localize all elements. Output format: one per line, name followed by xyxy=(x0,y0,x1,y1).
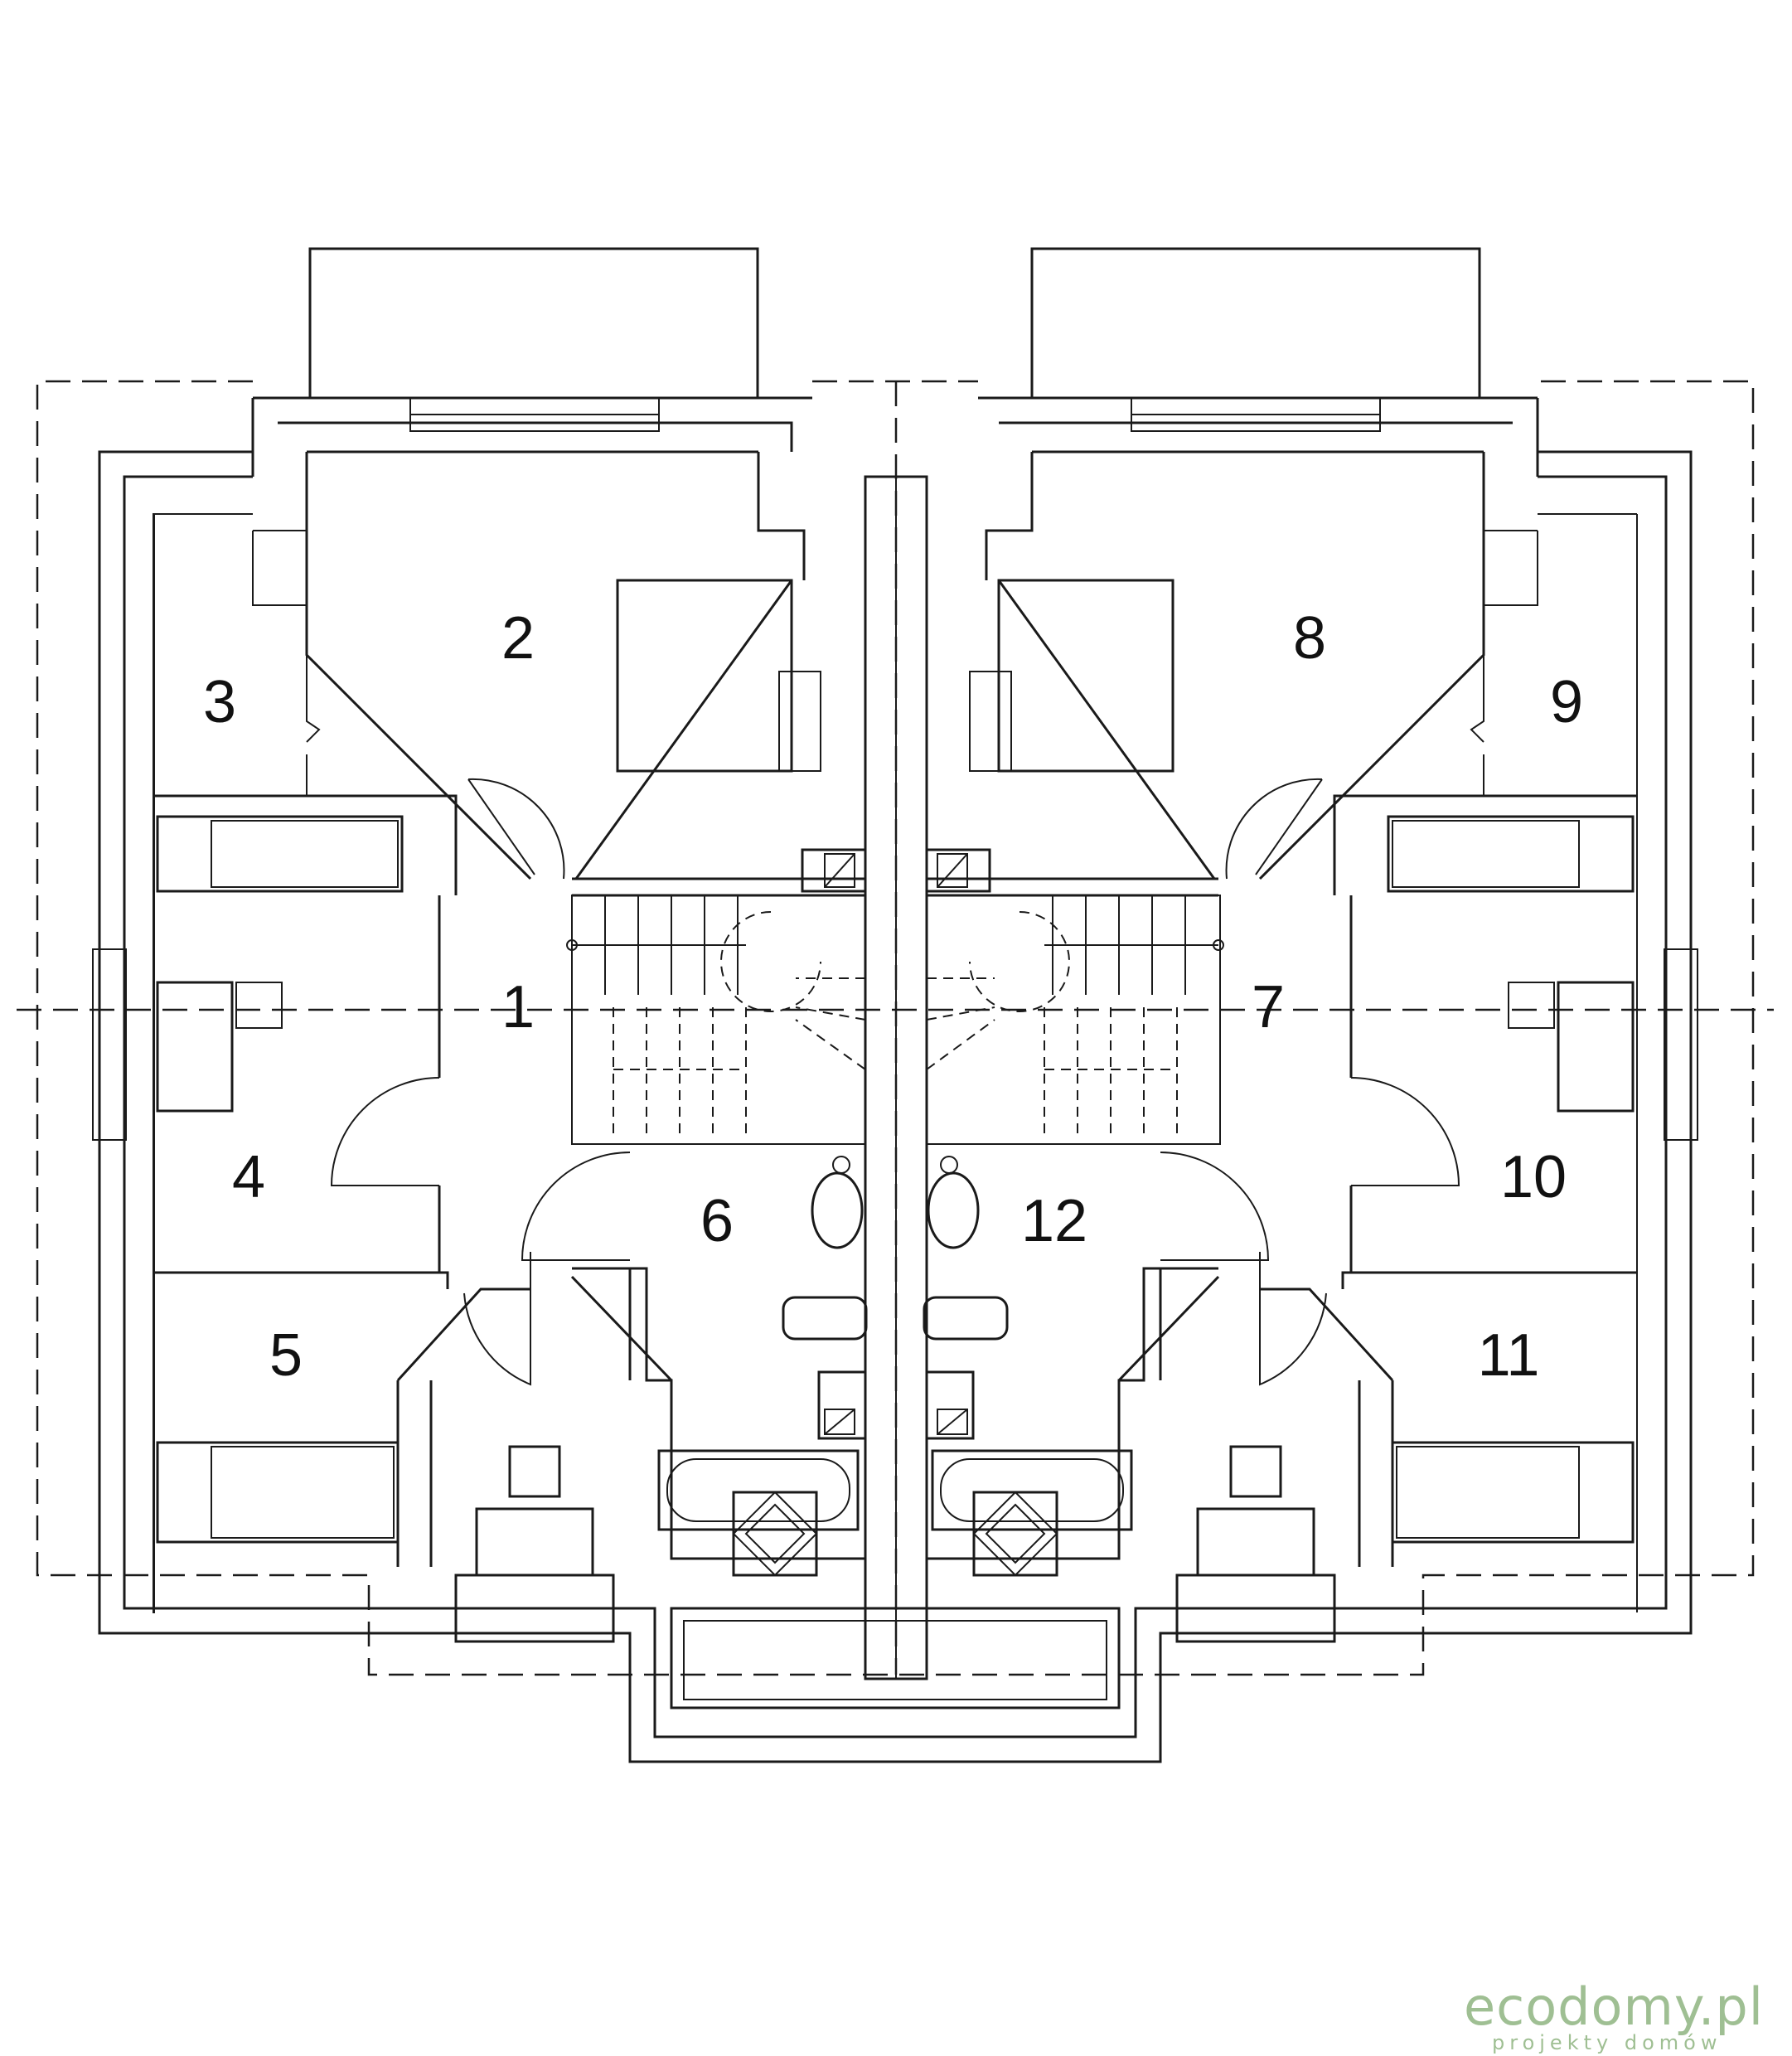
partition-11-bath xyxy=(1358,1380,1394,1567)
landing-left xyxy=(572,877,867,897)
room-number-2: 2 xyxy=(501,605,535,672)
partition-3-4 xyxy=(153,794,458,895)
top-wall-left xyxy=(251,396,812,477)
room-number-7: 7 xyxy=(1252,974,1285,1040)
outer-wall-left-inner xyxy=(123,475,896,1738)
room-number-11: 11 xyxy=(1478,1322,1540,1389)
wc-fixtures-left xyxy=(475,1445,594,1577)
bed-room8 xyxy=(969,579,1174,773)
room8-walls xyxy=(985,452,1485,880)
room-number-10: 10 xyxy=(1500,1144,1567,1210)
window-bottom-right xyxy=(1175,1574,1336,1643)
room-number-5: 5 xyxy=(269,1322,303,1389)
window-left xyxy=(92,948,127,1141)
door-room12 xyxy=(1160,1152,1270,1261)
staircase-left xyxy=(566,895,866,1145)
partition-10-11 xyxy=(1341,1271,1637,1289)
partition-4-5 xyxy=(153,1271,449,1289)
door-room4 xyxy=(330,1077,440,1186)
bed-room10 xyxy=(1387,815,1635,893)
partition-9-10 xyxy=(1333,794,1637,895)
bed-room11 xyxy=(1391,1441,1635,1544)
toilet-room6 xyxy=(782,1296,868,1341)
door-room6 xyxy=(521,1152,631,1261)
vent-room12 xyxy=(972,1491,1058,1577)
bathtub-room12 xyxy=(931,1449,1133,1531)
room-number-3: 3 xyxy=(203,669,236,735)
wc-walls-right xyxy=(1117,1275,1394,1382)
room9-wall xyxy=(1470,530,1538,796)
vent-room6 xyxy=(732,1491,818,1577)
chimney-bottom-right xyxy=(925,1370,975,1440)
window-bottom-left xyxy=(454,1574,615,1643)
bed-room2 xyxy=(616,579,821,773)
top-wall-right xyxy=(978,396,1539,477)
window-right xyxy=(1664,948,1698,1141)
watermark-tagline: projekty domów xyxy=(1492,2031,1722,2054)
door-room8 xyxy=(1225,778,1323,880)
balcony-bottom xyxy=(670,1607,1121,1709)
partition-5-bath xyxy=(396,1380,433,1567)
roof-outline xyxy=(36,380,1755,1676)
room-number-8: 8 xyxy=(1293,605,1326,672)
dormer-right xyxy=(1030,247,1481,400)
room-number-4: 4 xyxy=(232,1144,265,1210)
desk-room10 xyxy=(1508,981,1635,1113)
door-room2 xyxy=(467,778,565,880)
bed-room4 xyxy=(156,815,404,893)
room-number-6: 6 xyxy=(700,1188,734,1254)
dormer-left xyxy=(308,247,759,400)
door-room10 xyxy=(1350,1077,1460,1186)
bathtub-room6 xyxy=(657,1449,860,1531)
bath6-walls xyxy=(572,1267,865,1560)
landing-right xyxy=(925,877,1218,897)
door-room5 xyxy=(463,1252,531,1386)
chimney-top-left xyxy=(801,848,867,893)
room-number-1: 1 xyxy=(501,974,535,1040)
bath12-walls xyxy=(927,1267,1218,1560)
bed-room5 xyxy=(156,1441,400,1544)
sink-room12 xyxy=(927,1156,980,1249)
knee-wall-left-line xyxy=(153,513,253,1612)
wc-fixtures-right xyxy=(1196,1445,1315,1577)
chimney-top-right xyxy=(925,848,991,893)
chimney-bottom-left xyxy=(817,1370,867,1440)
room3-wall xyxy=(252,530,321,796)
knee-wall-right-line xyxy=(1538,513,1638,1612)
room2-walls xyxy=(305,452,806,880)
staircase-right xyxy=(926,895,1224,1145)
toilet-room12 xyxy=(923,1296,1009,1341)
room-number-9: 9 xyxy=(1550,669,1583,735)
wc-walls-left xyxy=(396,1275,673,1382)
desk-room4 xyxy=(156,981,283,1113)
sink-room6 xyxy=(811,1156,864,1249)
door-room11 xyxy=(1259,1252,1327,1386)
watermark-logo: ecodomy.pl xyxy=(1464,1976,1764,2037)
room-number-12: 12 xyxy=(1021,1188,1087,1254)
outer-wall-right-inner xyxy=(896,475,1668,1738)
